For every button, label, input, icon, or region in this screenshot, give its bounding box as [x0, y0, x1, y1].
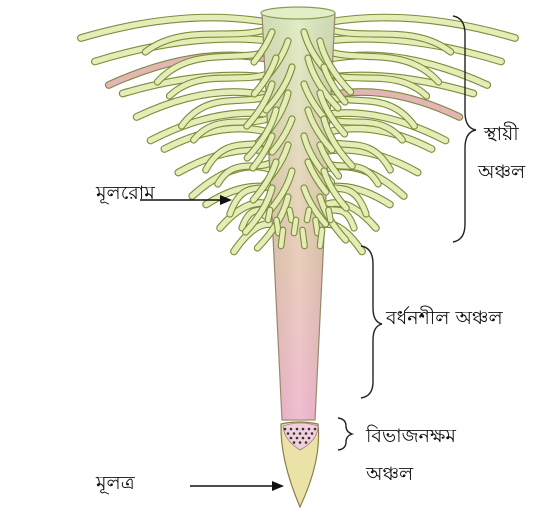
meristem-cell-dot [305, 432, 308, 435]
meristem-cell-dot [299, 432, 302, 435]
meristem-cell-dot [296, 428, 299, 431]
meristem-cell-dot [299, 441, 302, 444]
label-permanent-zone-line2: অঞ্চল [478, 162, 525, 184]
meristem-cell-dot [314, 428, 317, 431]
young-root-hair [316, 220, 318, 233]
label-elongation-zone: বর্ধনশীল অঞ্চল [386, 308, 503, 330]
young-root-hair [320, 230, 322, 246]
meristem-cell-dot [287, 432, 290, 435]
label-meristem-zone-line2: অঞ্চল [366, 464, 413, 486]
meristem-cell-dot [284, 428, 287, 431]
meristem-cell-dot [296, 437, 299, 440]
label-permanent-zone-line1: স্থায়ী [484, 124, 519, 146]
young-root-hair [307, 210, 309, 220]
label-meristem-zone-line1: বিভাজনক্ষম [366, 426, 456, 448]
meristem-cell-dot [308, 437, 311, 440]
root-cap-arrow [190, 481, 284, 491]
meristem-cell-dot [308, 428, 311, 431]
root-top-cut [261, 7, 335, 19]
meristem-zone-brace [338, 418, 352, 450]
label-root-cap: মূলত্র [96, 473, 135, 495]
label-root-hair: মূলরোম [96, 183, 155, 205]
meristem-cell-dot [293, 441, 296, 444]
meristem-cell-dot [302, 428, 305, 431]
young-root-hair [277, 220, 279, 233]
meristem-cell-dot [302, 437, 305, 440]
young-root-hair [268, 210, 270, 220]
meristem-cell-dot [290, 428, 293, 431]
meristem-cell-dot [293, 432, 296, 435]
elongation-zone-brace [361, 246, 382, 398]
young-root-hair [303, 230, 305, 246]
young-root-hair [294, 220, 296, 233]
meristem-cell-dot [290, 437, 293, 440]
meristem-cell-dot [311, 432, 314, 435]
meristem-cell-dot [305, 441, 308, 444]
young-root-hair [290, 210, 292, 220]
young-root-hair [281, 230, 283, 246]
young-root-hair [329, 210, 331, 220]
